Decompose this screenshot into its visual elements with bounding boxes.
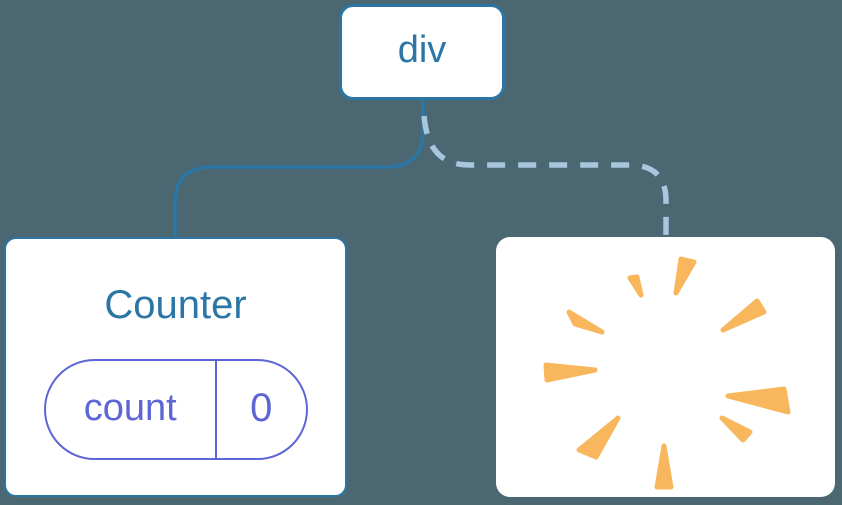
poof-ray xyxy=(627,274,644,298)
poof-ray xyxy=(720,298,767,333)
state-value: 0 xyxy=(250,385,273,430)
tree-node-counter: Counter count 0 xyxy=(4,237,347,497)
poof-ray xyxy=(725,386,791,415)
tree-node-div: div xyxy=(339,4,505,100)
poof-ray xyxy=(543,362,598,383)
poof-ray xyxy=(566,309,605,335)
counter-title: Counter xyxy=(104,283,247,327)
state-key-label: count xyxy=(83,386,177,429)
connector-solid-line xyxy=(173,98,425,239)
poof-ray xyxy=(576,415,621,460)
state-key-cell: count xyxy=(46,361,217,458)
connector-dashed-line xyxy=(421,115,669,236)
tree-node-removed xyxy=(496,237,835,497)
poof-starburst-icon xyxy=(543,256,791,490)
poof-ray xyxy=(673,256,697,296)
state-value-cell: 0 xyxy=(217,361,307,458)
poof-ray xyxy=(719,415,753,443)
counter-state-pill: count 0 xyxy=(44,359,308,460)
node-div-label: div xyxy=(397,29,447,71)
poof-ray xyxy=(654,443,674,490)
